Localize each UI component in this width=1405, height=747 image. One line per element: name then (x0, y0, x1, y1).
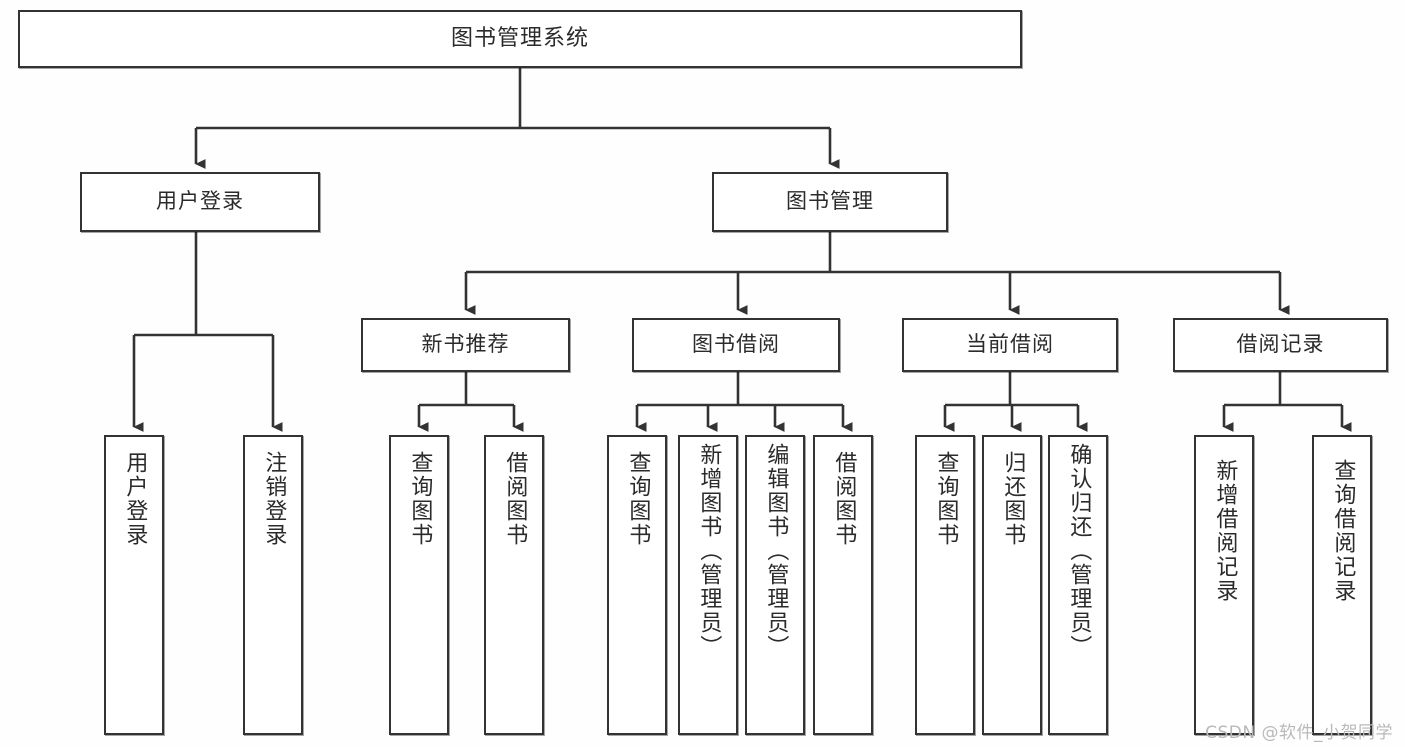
node-current-borrow-label: 当前借阅 (966, 332, 1054, 357)
node-leaf-confirm-return[interactable]: 确认归还（管理员） (1048, 435, 1108, 735)
node-book-manage-label: 图书管理 (786, 189, 874, 214)
node-leaf-query-record[interactable]: 查询借阅记录 (1312, 435, 1372, 735)
node-leaf-confirm-return-label: 确认归还（管理员） (1066, 443, 1092, 659)
node-leaf-add-book[interactable]: 新增图书（管理员） (678, 435, 738, 735)
node-book-manage[interactable]: 图书管理 (712, 172, 948, 232)
node-leaf-query-book-2-label: 查询图书 (625, 451, 651, 547)
node-leaf-logout-label: 注销登录 (261, 451, 287, 547)
node-borrow-record[interactable]: 借阅记录 (1173, 318, 1388, 372)
watermark: CSDN @软件_小贺同学 (1205, 723, 1393, 743)
node-leaf-query-book-2[interactable]: 查询图书 (607, 435, 667, 735)
node-leaf-query-book-3[interactable]: 查询图书 (915, 435, 975, 735)
node-leaf-return-book-label: 归还图书 (1000, 451, 1026, 547)
node-leaf-logout[interactable]: 注销登录 (243, 435, 303, 735)
node-book-borrow[interactable]: 图书借阅 (632, 318, 840, 372)
node-leaf-borrow-book-2-label: 借阅图书 (831, 451, 857, 547)
node-leaf-borrow-book-1-label: 借阅图书 (502, 451, 528, 547)
node-leaf-query-book-3-label: 查询图书 (933, 451, 959, 547)
node-root[interactable]: 图书管理系统 (18, 10, 1022, 68)
node-user-login-label: 用户登录 (156, 189, 244, 214)
node-leaf-add-record-label: 新增借阅记录 (1212, 459, 1238, 603)
node-root-label: 图书管理系统 (450, 25, 589, 51)
node-leaf-query-book-1[interactable]: 查询图书 (389, 435, 449, 735)
node-new-book-recommend[interactable]: 新书推荐 (361, 318, 570, 372)
node-borrow-record-label: 借阅记录 (1236, 332, 1325, 357)
node-leaf-borrow-book-1[interactable]: 借阅图书 (484, 435, 544, 735)
node-leaf-query-book-1-label: 查询图书 (407, 451, 433, 547)
node-leaf-query-record-label: 查询借阅记录 (1330, 459, 1356, 603)
node-leaf-user-login[interactable]: 用户登录 (104, 435, 164, 735)
node-leaf-edit-book[interactable]: 编辑图书（管理员） (745, 435, 805, 735)
node-leaf-user-login-label: 用户登录 (122, 451, 148, 547)
node-leaf-add-book-label: 新增图书（管理员） (696, 443, 722, 659)
node-user-login[interactable]: 用户登录 (80, 172, 320, 232)
node-current-borrow[interactable]: 当前借阅 (902, 318, 1118, 372)
node-leaf-edit-book-label: 编辑图书（管理员） (763, 443, 789, 659)
node-leaf-return-book[interactable]: 归还图书 (982, 435, 1042, 735)
node-leaf-add-record[interactable]: 新增借阅记录 (1194, 435, 1254, 735)
node-book-borrow-label: 图书借阅 (692, 332, 780, 357)
node-leaf-borrow-book-2[interactable]: 借阅图书 (813, 435, 873, 735)
node-new-book-recommend-label: 新书推荐 (421, 332, 510, 357)
